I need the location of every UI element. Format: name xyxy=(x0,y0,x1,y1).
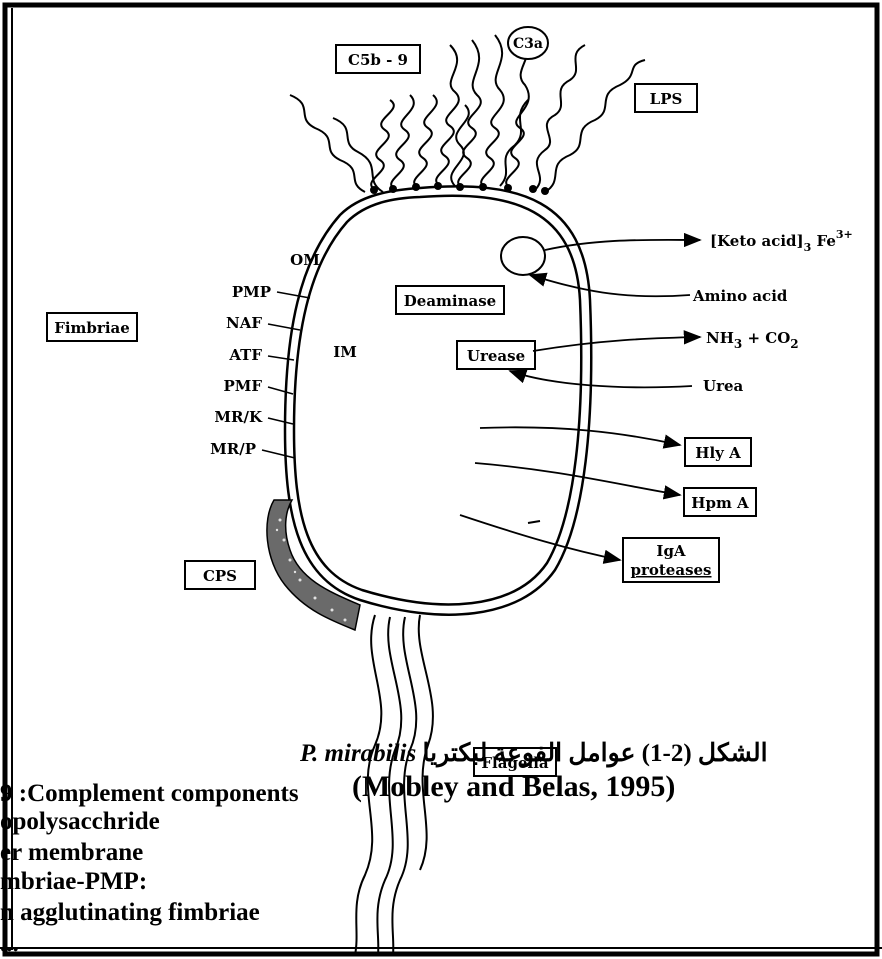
cps-label: CPS xyxy=(203,567,237,585)
urea-label: Urea xyxy=(703,377,744,395)
fimbriae-label: Fimbriae xyxy=(54,319,130,337)
om-label: OM xyxy=(290,251,320,269)
deaminase-label: Deaminase xyxy=(404,292,496,310)
hpma-label: Hpm A xyxy=(691,494,749,512)
nh3-co2-label: NH3 + CO2 xyxy=(706,329,799,351)
iga-label: IgA xyxy=(656,542,686,560)
c3a-badge: C3a xyxy=(508,27,548,59)
caption-arabic: الشكل (2-1) عوامل الفوعة لبكتريا xyxy=(423,740,768,767)
figure-caption: P. mirabilis الشكل (2-1) عوامل الفوعة لب… xyxy=(300,738,768,768)
legend-line-1: 9 :Complement components xyxy=(0,780,299,808)
amino-acid-label: Amino acid xyxy=(692,287,788,305)
hpma-box: Hpm A xyxy=(684,488,756,516)
hlya-label: Hly A xyxy=(695,444,741,462)
fimbria-mrp: MR/P xyxy=(210,440,256,458)
fimbria-mrk: MR/K xyxy=(214,408,263,426)
c5b9-box: C5b - 9 xyxy=(336,45,420,73)
urease-box: Urease xyxy=(457,341,535,369)
fimbria-pmf: PMF xyxy=(223,377,262,395)
c3a-label: C3a xyxy=(513,36,543,52)
legend-line-3: er membrane xyxy=(0,839,143,867)
fimbria-pmp: PMP xyxy=(232,283,271,301)
vesicle xyxy=(501,237,545,275)
c5b9-label: C5b - 9 xyxy=(348,51,408,69)
lps-label: LPS xyxy=(650,90,683,108)
im-label: IM xyxy=(333,343,357,361)
keto-acid-label: [Keto acid]3 Fe3+ xyxy=(710,228,853,254)
fimbriae-box: Fimbriae xyxy=(47,313,137,341)
iga-proteases-box: IgA proteases xyxy=(623,538,719,582)
legend-line-6: ... xyxy=(0,930,19,958)
legend-line-2: opolysacchride xyxy=(0,808,160,836)
proteases-label: proteases xyxy=(630,561,711,579)
figure-citation: (Mobley and Belas, 1995) xyxy=(352,770,675,804)
lps-box: LPS xyxy=(635,84,697,112)
legend-line-4: mbriae-PMP: xyxy=(0,868,147,896)
fimbria-atf: ATF xyxy=(228,346,262,364)
legend-line-5: n agglutinating fimbriae xyxy=(0,899,260,927)
lps-anchors xyxy=(370,182,549,195)
species-name: P. mirabilis xyxy=(300,740,416,767)
hlya-box: Hly A xyxy=(685,438,751,466)
urease-label: Urease xyxy=(467,347,525,365)
cps-box: CPS xyxy=(185,561,255,589)
fimbria-naf: NAF xyxy=(226,314,262,332)
deaminase-box: Deaminase xyxy=(396,286,504,314)
